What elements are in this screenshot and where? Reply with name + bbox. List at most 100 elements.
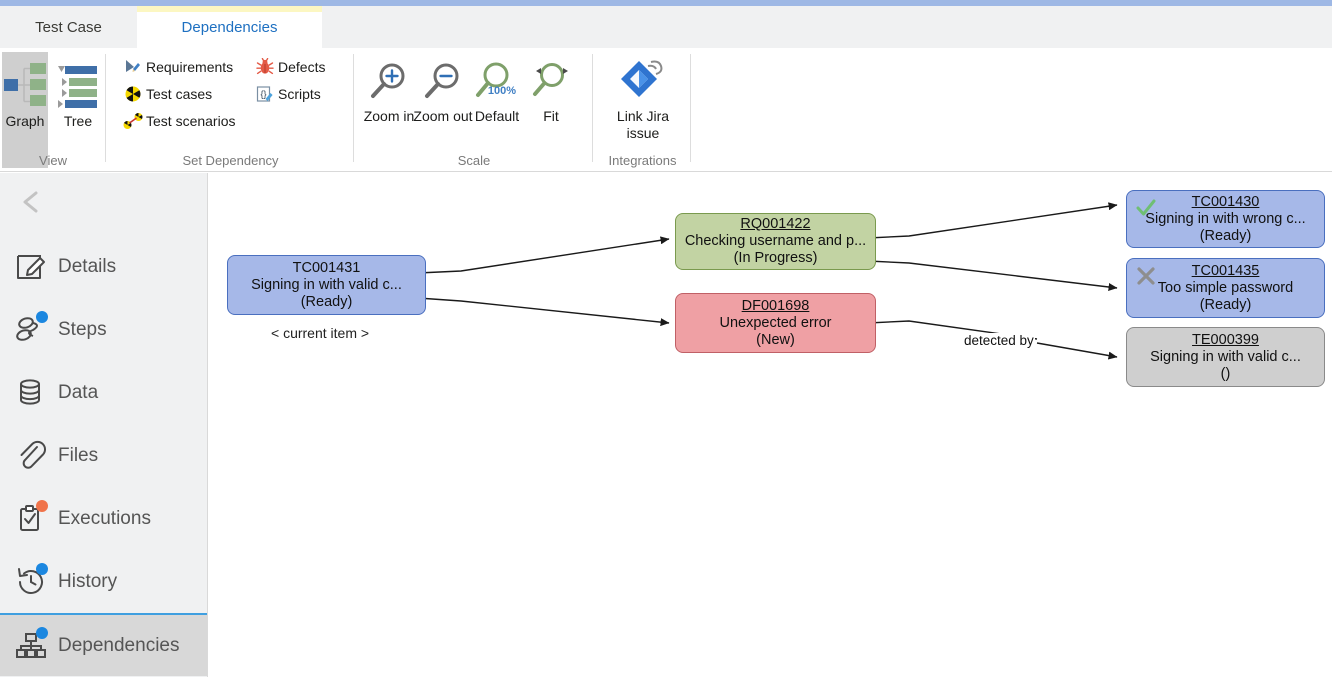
set-dep-test-scenarios-label: Test scenarios	[146, 113, 236, 129]
dependencies-icon	[14, 626, 56, 665]
node-id[interactable]: RQ001422	[740, 216, 811, 232]
zoom-fit-button[interactable]: Fit	[523, 52, 579, 164]
view-graph-button[interactable]: Graph	[2, 52, 48, 168]
set-dep-defects-button[interactable]: Defects	[255, 56, 325, 78]
node-title: Too simple password	[1157, 279, 1294, 296]
node-status: (Ready)	[300, 293, 353, 310]
node-title: Signing in with valid c...	[1150, 348, 1301, 365]
graph-icon	[1, 56, 49, 114]
svg-text:100%: 100%	[488, 85, 516, 97]
zoom-fit-icon	[525, 56, 577, 108]
chevron-left-icon	[18, 187, 44, 222]
sidebar-badge-dot	[36, 310, 48, 323]
zoom-out-label: Zoom out	[413, 108, 473, 124]
steps-icon	[14, 310, 56, 349]
node-status: (Ready)	[1199, 227, 1252, 244]
zoom-default-100-icon: 100%	[471, 56, 523, 108]
graph-node-tc001430[interactable]: TC001430 Signing in with wrong c... (Rea…	[1126, 190, 1325, 248]
window-accent-strip	[0, 0, 1332, 6]
sidebar-item-steps-label: Steps	[58, 318, 107, 340]
set-dep-test-cases-button[interactable]: Test cases	[123, 83, 212, 105]
ribbon-group-view-label: View	[39, 153, 67, 168]
node-id[interactable]: TC001431	[292, 259, 361, 276]
sidebar-item-dependencies-label: Dependencies	[58, 634, 180, 656]
set-dep-requirements-button[interactable]: Requirements	[123, 56, 233, 78]
svg-text:{}: {}	[260, 89, 266, 99]
ribbon-group-scale-label: Scale	[457, 153, 491, 168]
ribbon-group-integrations: Link Jira issue Integrations	[594, 48, 691, 172]
set-dep-test-scenarios-button[interactable]: Test scenarios	[123, 110, 235, 132]
zoom-in-icon	[363, 56, 415, 108]
sidebar-item-dependencies[interactable]: Dependencies	[0, 613, 207, 676]
ribbon-toolbar: Graph Tree View	[0, 48, 1332, 172]
sidebar: Details Steps Data Files	[0, 173, 208, 677]
node-title: Signing in with valid c...	[251, 276, 402, 293]
set-dep-defects-label: Defects	[278, 59, 326, 75]
dependency-graph-canvas[interactable]: TC001431 Signing in with valid c... (Rea…	[209, 173, 1332, 677]
clipboard-check-icon	[14, 499, 56, 538]
sidebar-item-files[interactable]: Files	[0, 424, 207, 487]
sidebar-item-executions[interactable]: Executions	[0, 487, 207, 550]
tab-dependencies-label: Dependencies	[181, 18, 278, 36]
zoom-out-icon	[417, 56, 469, 108]
set-dep-test-cases-label: Test cases	[146, 86, 213, 102]
graph-node-te000399[interactable]: TE000399 Signing in with valid c... ()	[1126, 327, 1325, 387]
sidebar-item-data[interactable]: Data	[0, 361, 207, 424]
sidebar-item-history-label: History	[58, 570, 118, 592]
view-graph-label: Graph	[5, 113, 45, 129]
sidebar-item-details-label: Details	[58, 255, 117, 277]
node-id[interactable]: TC001430	[1191, 193, 1260, 210]
group-divider	[690, 54, 691, 162]
ribbon-group-set-dependency-label: Set Dependency	[182, 153, 279, 168]
graph-node-tc001435[interactable]: TC001435 Too simple password (Ready)	[1126, 258, 1325, 318]
test-cases-icon	[123, 85, 143, 103]
ribbon-group-view: Graph Tree View	[0, 48, 106, 172]
node-title: Unexpected error	[719, 314, 832, 331]
tab-dependencies[interactable]: Dependencies	[137, 6, 322, 48]
link-jira-issue-button[interactable]: Link Jira issue	[604, 52, 682, 164]
history-clock-icon	[14, 562, 56, 601]
sidebar-badge-dot	[36, 562, 48, 575]
node-title: Checking username and p...	[684, 233, 867, 249]
link-jira-issue-label: Link Jira issue	[616, 108, 670, 141]
set-dep-requirements-label: Requirements	[146, 59, 234, 75]
tab-bar: Test Case Dependencies	[0, 6, 1332, 48]
sidebar-item-steps[interactable]: Steps	[0, 298, 207, 361]
scripts-icon: {}	[255, 85, 275, 103]
node-id[interactable]: DF001698	[741, 297, 810, 314]
view-tree-button[interactable]: Tree	[54, 52, 102, 166]
graph-node-df001698[interactable]: DF001698 Unexpected error (New)	[675, 293, 876, 353]
sidebar-item-data-label: Data	[58, 381, 99, 403]
cross-icon	[1135, 265, 1157, 287]
sidebar-item-history[interactable]: History	[0, 550, 207, 613]
node-status: (New)	[756, 331, 795, 348]
node-status: (In Progress)	[733, 250, 818, 266]
node-id[interactable]: TE000399	[1192, 331, 1259, 348]
sidebar-badge-dot	[36, 499, 48, 512]
sidebar-collapse-button[interactable]	[0, 173, 207, 235]
graph-node-tc001431[interactable]: TC001431 Signing in with valid c... (Rea…	[227, 255, 426, 315]
zoom-fit-label: Fit	[543, 108, 559, 124]
node-status: ()	[1220, 365, 1231, 382]
ribbon-group-scale: Zoom in Zoom out 100% Default	[355, 48, 593, 172]
node-status: (Ready)	[1199, 296, 1252, 313]
zoom-out-button[interactable]: Zoom out	[413, 52, 473, 164]
tab-test-case[interactable]: Test Case	[0, 6, 137, 48]
edge-label-detected-by: detected by	[963, 333, 1035, 348]
zoom-default-button[interactable]: 100% Default	[469, 52, 525, 164]
sidebar-item-files-label: Files	[58, 444, 99, 466]
sidebar-item-details[interactable]: Details	[0, 235, 207, 298]
current-item-label: < current item >	[271, 325, 370, 341]
node-id[interactable]: TC001435	[1191, 262, 1260, 279]
set-dep-scripts-label: Scripts	[278, 86, 321, 102]
set-dep-scripts-button[interactable]: {} Scripts	[255, 83, 321, 105]
tab-test-case-label: Test Case	[35, 18, 102, 36]
view-tree-label: Tree	[63, 113, 93, 129]
sidebar-item-executions-label: Executions	[58, 507, 151, 529]
database-icon	[14, 374, 56, 412]
details-edit-icon	[14, 248, 56, 286]
zoom-in-button[interactable]: Zoom in	[361, 52, 417, 164]
node-title: Signing in with wrong c...	[1145, 210, 1306, 227]
graph-node-rq001422[interactable]: RQ001422 Checking username and p... (In …	[675, 213, 876, 270]
jira-link-icon	[617, 56, 669, 108]
